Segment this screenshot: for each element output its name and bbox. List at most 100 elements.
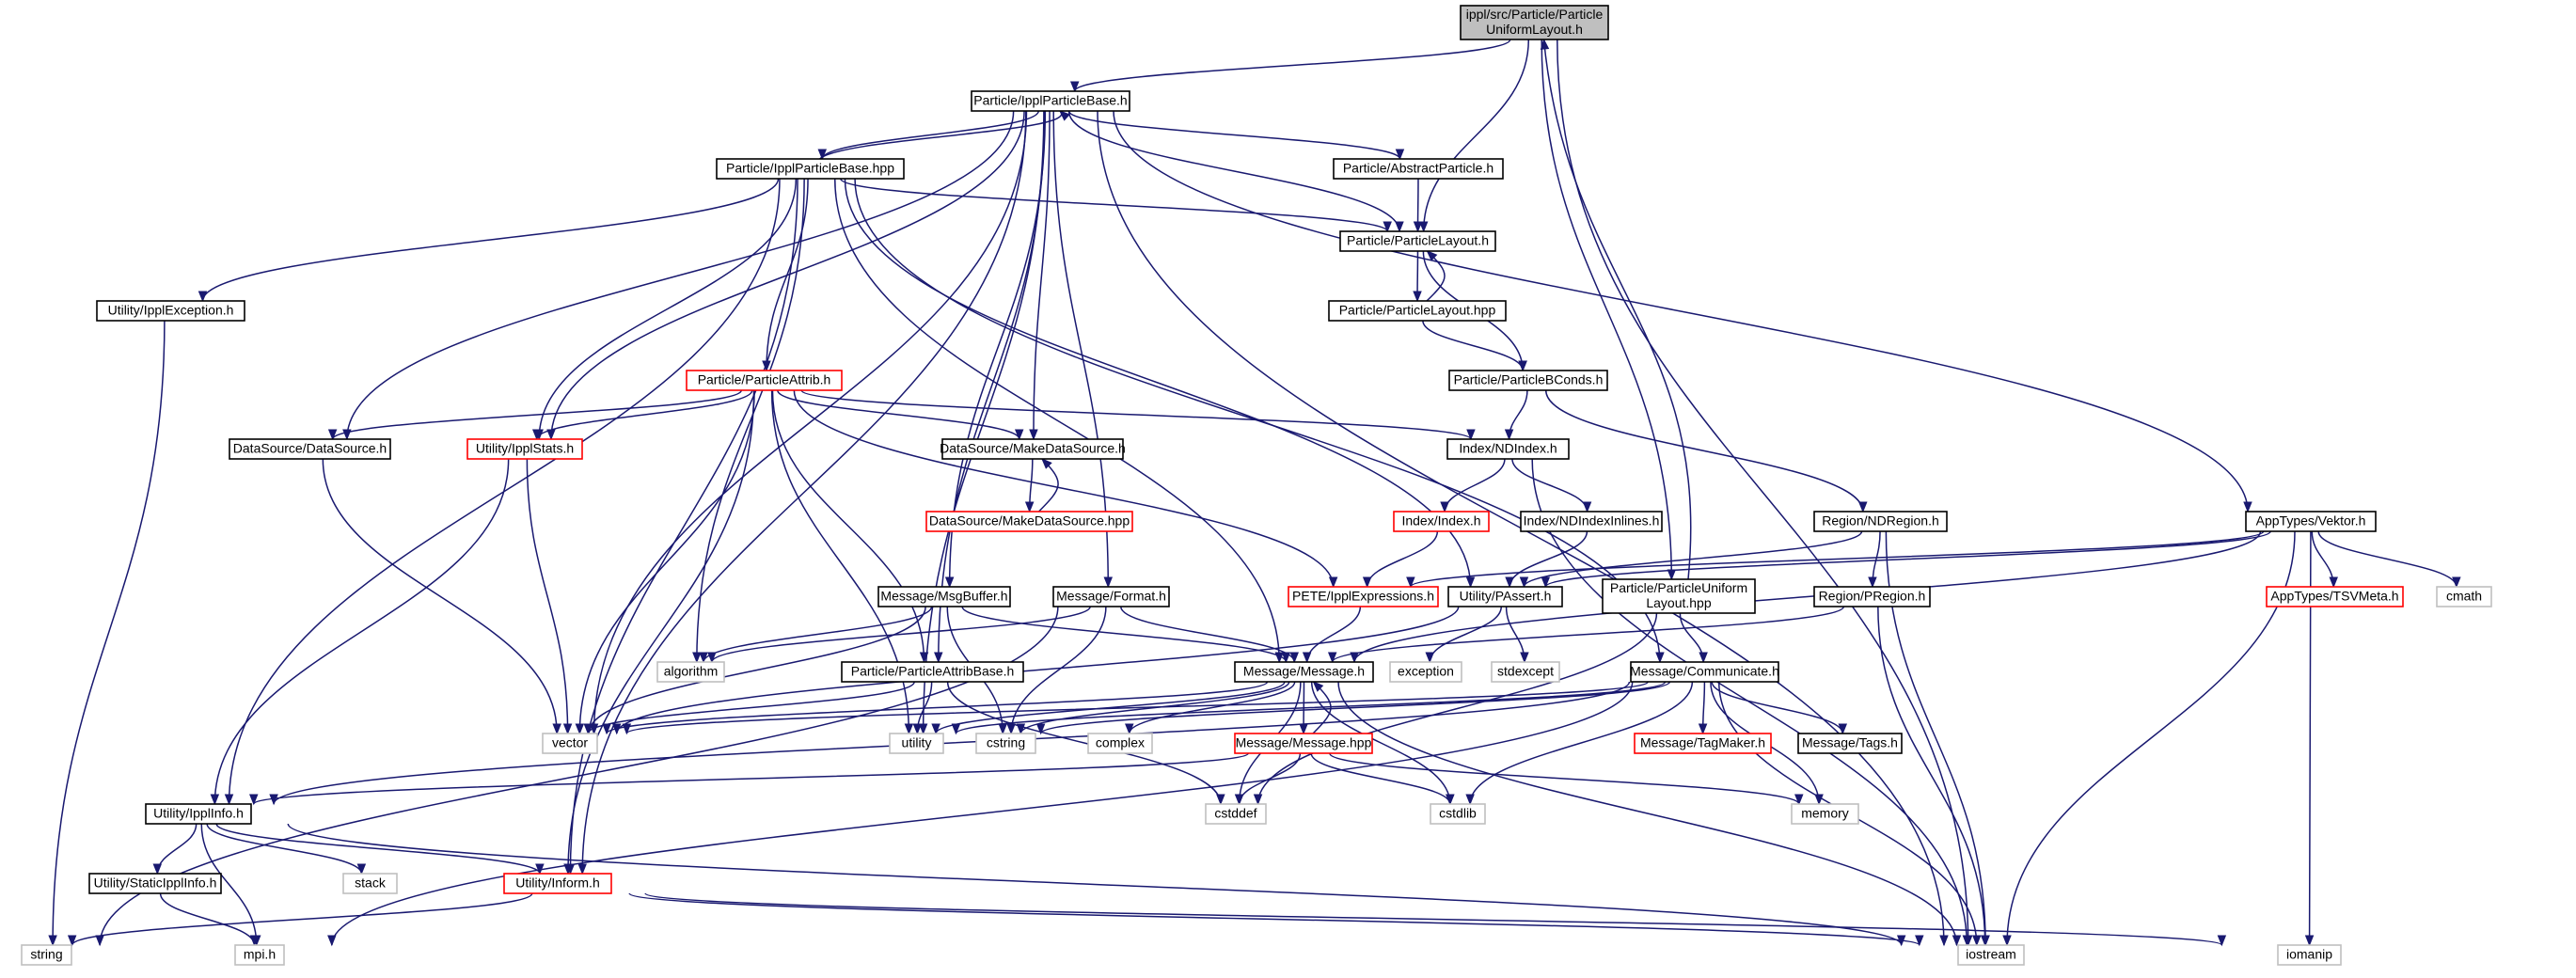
edge-arrowhead — [224, 794, 234, 806]
graph-node-n13[interactable]: Index/NDIndex.h — [1446, 438, 1570, 460]
node-box — [716, 158, 905, 180]
edge-n31-n32 — [622, 681, 1649, 735]
edge-line — [1337, 681, 1958, 946]
edge-n25-n0 — [1540, 38, 1692, 580]
edge-arrowhead — [1103, 576, 1114, 589]
edge-n2-n39 — [224, 178, 781, 806]
node-box — [1328, 300, 1507, 322]
node-label: Particle/ParticleLayout.hpp — [1339, 303, 1496, 318]
graph-node-n9[interactable]: DataSource/DataSource.h — [229, 438, 391, 460]
edge-n0-n1 — [1069, 39, 1511, 93]
edge-line — [588, 606, 926, 734]
edge-line — [922, 110, 1045, 734]
edge-arrowhead — [1858, 501, 1868, 513]
node-label: memory — [1801, 806, 1849, 821]
graph-node-n10[interactable]: Utility/IpplStats.h — [466, 438, 583, 460]
node-box — [2277, 944, 2342, 966]
node-box — [1393, 511, 1490, 532]
edge-n28-n35 — [1125, 681, 1296, 735]
edge-n31-n38 — [1711, 681, 1848, 735]
edge-arrowhead — [1395, 221, 1404, 233]
edge-n0-n25 — [1541, 39, 1677, 581]
graph-node-n17[interactable]: AppTypes/Vektor.h — [2245, 511, 2377, 532]
graph-node-n1[interactable]: Particle/IpplParticleBase.h — [971, 90, 1130, 112]
edge-n2-n26 — [692, 178, 805, 664]
edge-line — [777, 389, 1020, 440]
edge-line — [1410, 530, 2265, 588]
graph-node-n38[interactable]: Message/Tags.h — [1797, 733, 1903, 754]
graph-node-n23[interactable]: Message/MsgBuffer.h — [877, 586, 1011, 607]
graph-node-n2[interactable]: Particle/IpplParticleBase.hpp — [716, 158, 905, 180]
graph-node-n27[interactable]: Particle/ParticleAttribBase.h — [841, 661, 1024, 683]
edge-n24-n26 — [707, 606, 1091, 664]
graph-node-n39[interactable]: Utility/IpplInfo.h — [145, 803, 252, 825]
edge-arrowhead — [1383, 221, 1392, 233]
graph-node-n31[interactable]: Message/Communicate.h — [1630, 661, 1779, 683]
edge-n8-n11 — [777, 389, 1024, 441]
edge-line — [1256, 612, 1658, 805]
edge-line — [331, 389, 743, 440]
edge-line — [1120, 606, 1295, 663]
graph-node-n36[interactable]: Message/Message.hpp — [1234, 733, 1373, 754]
graph-node-n45[interactable]: Utility/Inform.h — [503, 873, 612, 894]
graph-node-n24[interactable]: Message/Format.h — [1052, 586, 1170, 607]
edge-arrowhead — [1915, 935, 1924, 947]
edge-line — [1531, 458, 1968, 946]
edge-line — [1067, 110, 1400, 232]
graph-node-n37[interactable]: Message/TagMaker.h — [1634, 733, 1772, 754]
edge-n28-n48 — [1337, 681, 1962, 947]
node-box — [1602, 578, 1756, 614]
node-label: Utility/IpplStats.h — [476, 441, 574, 456]
edge-line — [1366, 530, 1439, 588]
graph-node-n46: string — [21, 944, 72, 966]
graph-node-n14[interactable]: Index/Index.h — [1393, 511, 1490, 532]
edge-arrowhead — [1425, 652, 1434, 664]
graph-node-n15[interactable]: Index/NDIndexInlines.h — [1520, 511, 1663, 532]
graph-node-n8[interactable]: Particle/ParticleAttrib.h — [686, 370, 843, 391]
edge-n9-n32 — [322, 458, 561, 735]
edge-arrowhead — [1016, 723, 1026, 735]
graph-node-n21[interactable]: Utility/PAssert.h — [1447, 586, 1563, 607]
node-box — [21, 944, 72, 966]
edge-line — [273, 681, 1631, 805]
edge-n6-n16 — [1544, 389, 1868, 513]
edge-arrowhead — [1814, 794, 1824, 806]
edge-arrowhead — [1413, 221, 1423, 233]
edge-line — [1039, 681, 1671, 734]
edge-n24-n46 — [95, 606, 1059, 947]
edge-line — [644, 892, 2223, 946]
graph-node-n20[interactable]: Region/PRegion.h — [1813, 586, 1931, 607]
edge-line — [206, 823, 363, 875]
graph-node-n18[interactable]: AppTypes/TSVMeta.h — [2266, 586, 2404, 607]
graph-node-n6[interactable]: Particle/ParticleBConds.h — [1448, 370, 1608, 391]
edge-line — [1426, 250, 1446, 302]
edge-line — [535, 389, 753, 440]
edge-line — [322, 458, 558, 734]
graph-node-n11[interactable]: DataSource/MakeDataSource.h — [940, 438, 1126, 460]
edge-line — [711, 606, 1091, 663]
graph-node-n30: stdexcept — [1491, 661, 1560, 683]
graph-node-n28[interactable]: Message/Message.h — [1234, 661, 1374, 683]
graph-node-n5[interactable]: Particle/ParticleLayout.hpp — [1328, 300, 1507, 322]
node-label: iostream — [1966, 947, 2016, 962]
graph-node-n7[interactable]: Utility/IpplException.h — [96, 300, 245, 322]
node-label: Message/Format.h — [1056, 589, 1166, 604]
edge-arrowhead — [2304, 935, 2315, 947]
graph-node-n22[interactable]: PETE/IpplExpressions.h — [1288, 586, 1439, 607]
edge-layer — [48, 38, 2461, 947]
edge-n14-n22 — [1362, 530, 1439, 589]
edge-arrowhead — [1426, 250, 1438, 261]
edge-n0-n48 — [1557, 39, 1973, 947]
edge-n31-n47 — [327, 681, 1634, 947]
graph-node-n4[interactable]: Particle/ParticleLayout.h — [1339, 230, 1496, 252]
graph-node-n16[interactable]: Region/NDRegion.h — [1813, 511, 1948, 532]
graph-node-n3[interactable]: Particle/AbstractParticle.h — [1333, 158, 1504, 180]
graph-node-n43[interactable]: Utility/StaticIpplInfo.h — [88, 873, 222, 894]
edge-line — [1541, 39, 1673, 580]
edge-arrowhead — [48, 935, 57, 947]
node-label: stack — [355, 875, 387, 891]
node-box — [1813, 511, 1948, 532]
graph-node-n12[interactable]: DataSource/MakeDataSource.hpp — [925, 511, 1133, 532]
edge-n20-n48 — [1877, 606, 1990, 947]
